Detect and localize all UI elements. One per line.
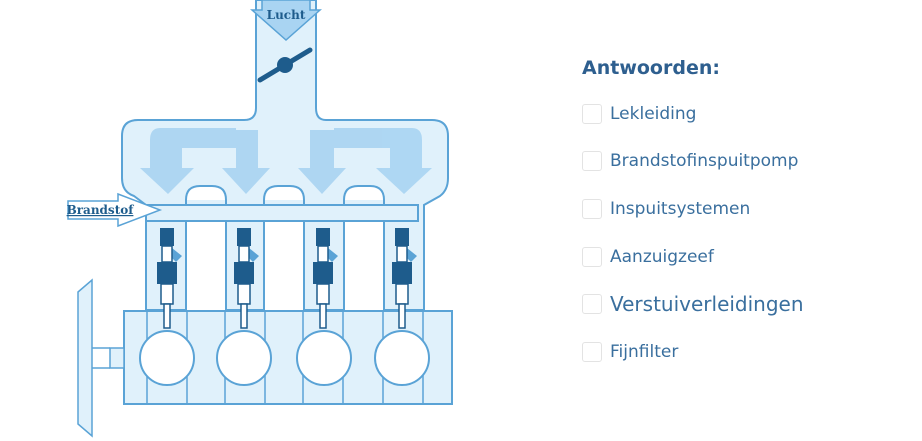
fuel-label: Brandstof — [67, 203, 135, 217]
airflow-arrows — [140, 128, 432, 194]
answer-option-aanzuigzeef[interactable]: Aanzuigzeef — [582, 233, 912, 281]
air-label: Lucht — [267, 8, 306, 22]
answer-checkbox[interactable] — [582, 103, 602, 124]
throttle-valve — [257, 47, 313, 83]
fuel-injection-diagram: Lucht Brandstof — [67, 0, 453, 438]
answer-option-inspuitsystemen[interactable]: Inspuitsystemen — [582, 185, 912, 233]
injector-3 — [313, 228, 338, 329]
answer-option-lekleiding[interactable]: Lekleiding — [582, 90, 912, 138]
air-intake-arrow: Lucht — [250, 0, 322, 42]
piston-1 — [139, 330, 195, 386]
injector-1 — [157, 228, 182, 329]
injector-2 — [234, 228, 259, 329]
fuel-inlet-arrow: Brandstof — [67, 192, 163, 228]
answer-label: Fijnfilter — [610, 341, 679, 362]
piston-3 — [296, 330, 352, 386]
answer-option-verstuiverleidingen[interactable]: Verstuiverleidingen — [582, 280, 912, 328]
answer-label: Aanzuigzeef — [610, 246, 714, 267]
answer-checkbox[interactable] — [582, 198, 602, 219]
answer-checkbox[interactable] — [582, 341, 602, 362]
answer-label: Inspuitsystemen — [610, 198, 751, 219]
answer-checkbox[interactable] — [582, 294, 602, 315]
injector-4 — [392, 228, 417, 329]
piston-2 — [216, 330, 272, 386]
fuel-rail — [145, 204, 419, 222]
answer-label: Lekleiding — [610, 103, 697, 124]
flywheel — [77, 278, 125, 438]
piston-4 — [374, 330, 430, 386]
answer-option-brandstofinspuitpomp[interactable]: Brandstofinspuitpomp — [582, 138, 912, 186]
answer-label: Brandstofinspuitpomp — [610, 151, 799, 172]
answer-checkbox[interactable] — [582, 246, 602, 267]
answers-title: Antwoorden: — [582, 57, 720, 79]
answer-label: Verstuiverleidingen — [610, 292, 804, 317]
answer-option-fijnfilter[interactable]: Fijnfilter — [582, 328, 912, 376]
answer-checkbox[interactable] — [582, 151, 602, 172]
answers-panel: Antwoorden: Lekleiding Brandstofinspuitp… — [582, 54, 912, 376]
